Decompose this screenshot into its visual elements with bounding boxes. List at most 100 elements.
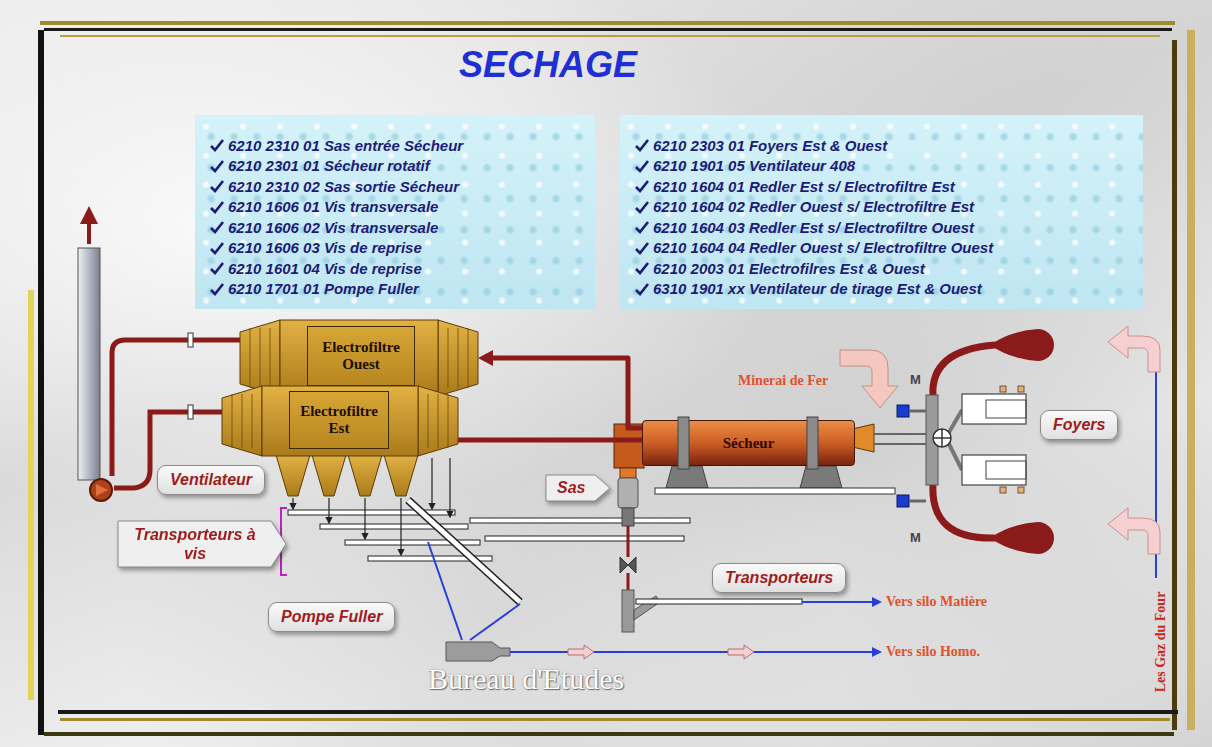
equipment-row: 6210 1601 04 Vis de reprise	[209, 258, 583, 279]
burner-assembly	[1000, 386, 1006, 392]
equipment-code-label: 6210 2303 01 Foyers Est & Ouest	[653, 137, 887, 154]
pneumatic-line	[510, 651, 872, 653]
equipment-code-label: 6210 2301 01 Sécheur rotatif	[228, 157, 430, 174]
gas-inlet-label: Les Gaz du Four	[1153, 592, 1169, 693]
duct-connector	[490, 358, 642, 428]
burner-assembly	[897, 329, 1054, 554]
discharge-conveyor	[636, 599, 802, 604]
pneumatic-line	[446, 642, 510, 661]
discharge-conveyor	[622, 590, 634, 632]
check-mark	[634, 138, 650, 152]
burner-assembly	[897, 405, 909, 417]
check-mark	[209, 241, 225, 255]
fan-duct	[112, 340, 240, 476]
screw-conveyor	[485, 536, 684, 541]
rotary-airlock	[627, 573, 630, 590]
pneumatic-line	[568, 645, 594, 659]
equipment-row: 6210 1606 02 Vis transversale	[209, 217, 583, 238]
discharge-conveyor	[872, 597, 882, 607]
destination-label: Vers silo Matière	[886, 594, 987, 610]
equipment-code-label: 6210 1601 04 Vis de reprise	[228, 260, 422, 277]
check-mark	[636, 161, 648, 171]
cone-rib	[448, 394, 449, 448]
check-mark	[211, 222, 223, 232]
callout-arrow-shape	[118, 521, 286, 567]
equipment-list-panel: 6210 2310 01 Sas entrée Sécheur6210 2301…	[195, 115, 595, 309]
equipment-code-label: 6210 1604 04 Redler Ouest s/ Electrofilt…	[653, 239, 993, 256]
callout-label: Pompe Fuller	[281, 608, 382, 626]
diagram-title: SECHAGE	[348, 44, 748, 86]
electrofilter: Electrofiltre Ouest	[240, 320, 478, 396]
check-mark	[634, 261, 650, 275]
check-mark	[634, 179, 650, 193]
dust-drop-line	[364, 498, 365, 539]
check-mark	[636, 181, 648, 191]
duct-connector	[478, 350, 642, 428]
burner-assembly	[897, 495, 909, 507]
check-mark	[209, 159, 225, 173]
check-mark	[211, 140, 223, 150]
frame-border	[1187, 30, 1195, 730]
check-mark	[209, 282, 225, 296]
pneumatic-line	[728, 645, 754, 659]
callout-arrow-shape	[546, 475, 610, 501]
duct-connector	[458, 438, 642, 443]
dryer-name: Sécheur	[723, 435, 775, 452]
equipment-code-label: 6210 1606 02 Vis transversale	[228, 219, 438, 236]
burner-assembly	[1018, 487, 1024, 493]
burner-assembly	[948, 442, 962, 470]
equipment-row: 6210 2303 01 Foyers Est & Ouest	[634, 135, 1131, 156]
check-mark	[634, 282, 650, 296]
dust-drop-line	[292, 498, 293, 509]
frame-border	[44, 28, 1172, 31]
chimney-stack	[87, 222, 91, 244]
dryer-hood	[874, 433, 928, 435]
electrofilter-name: Electrofiltre Est	[292, 403, 386, 438]
equipment-row: 6210 2310 01 Sas entrée Sécheur	[209, 135, 583, 156]
duct-connector	[458, 440, 642, 441]
destination-label: Vers silo Homo.	[886, 644, 980, 660]
electrofilter-label-box: Electrofiltre Est	[289, 391, 389, 449]
equipment-code-label: 6310 1901 xx Ventilateur de tirage Est &…	[653, 280, 982, 297]
screw-conveyor	[320, 524, 468, 529]
fan-duct	[188, 405, 193, 419]
exhaust-fan	[96, 484, 108, 496]
chimney-stack	[78, 206, 100, 480]
discharge-conveyor	[622, 590, 882, 632]
equipment-list-panel: 6210 2303 01 Foyers Est & Ouest6210 1901…	[620, 115, 1143, 309]
burner-assembly	[1000, 487, 1006, 493]
cone-rib	[260, 328, 261, 388]
rotary-airlock	[622, 508, 634, 526]
dust-drop-line	[400, 498, 401, 555]
frame-border	[58, 710, 1178, 714]
equipment-row: 6210 1604 03 Redler Est s/ Electrofiltre…	[634, 217, 1131, 238]
equipment-code-label: 6210 1604 03 Redler Est s/ Electrofiltre…	[653, 219, 974, 236]
check-mark	[636, 222, 648, 232]
dust-drop-line	[449, 458, 450, 517]
arrow-callout: Sas	[545, 474, 611, 502]
inlet-cone	[222, 386, 262, 456]
screw-conveyor	[288, 500, 690, 602]
check-mark	[211, 202, 223, 212]
check-mark	[634, 159, 650, 173]
dust-hopper	[276, 455, 310, 496]
exhaust-fan	[90, 479, 112, 501]
frame-border	[40, 21, 1175, 25]
callout-box: Ventilateur	[157, 465, 265, 495]
ore-feed-arrow	[840, 350, 898, 408]
frame-border	[60, 35, 1160, 37]
check-mark	[636, 263, 648, 273]
ore-feed-arrow	[840, 350, 898, 408]
equipment-row: 6210 1604 02 Redler Ouest s/ Electrofilt…	[634, 197, 1131, 218]
cone-rib	[242, 394, 243, 448]
equipment-row: 6210 1604 01 Redler Est s/ Electrofiltre…	[634, 176, 1131, 197]
cone-rib	[438, 394, 439, 448]
callout-label: Ventilateur	[170, 471, 252, 489]
burner-assembly	[990, 329, 1054, 361]
rotary-airlock	[627, 526, 630, 557]
callout-box: Pompe Fuller	[268, 602, 395, 632]
equipment-row: 6210 2301 01 Sécheur rotatif	[209, 156, 583, 177]
check-mark	[634, 241, 650, 255]
screw-conveyor	[288, 510, 455, 515]
